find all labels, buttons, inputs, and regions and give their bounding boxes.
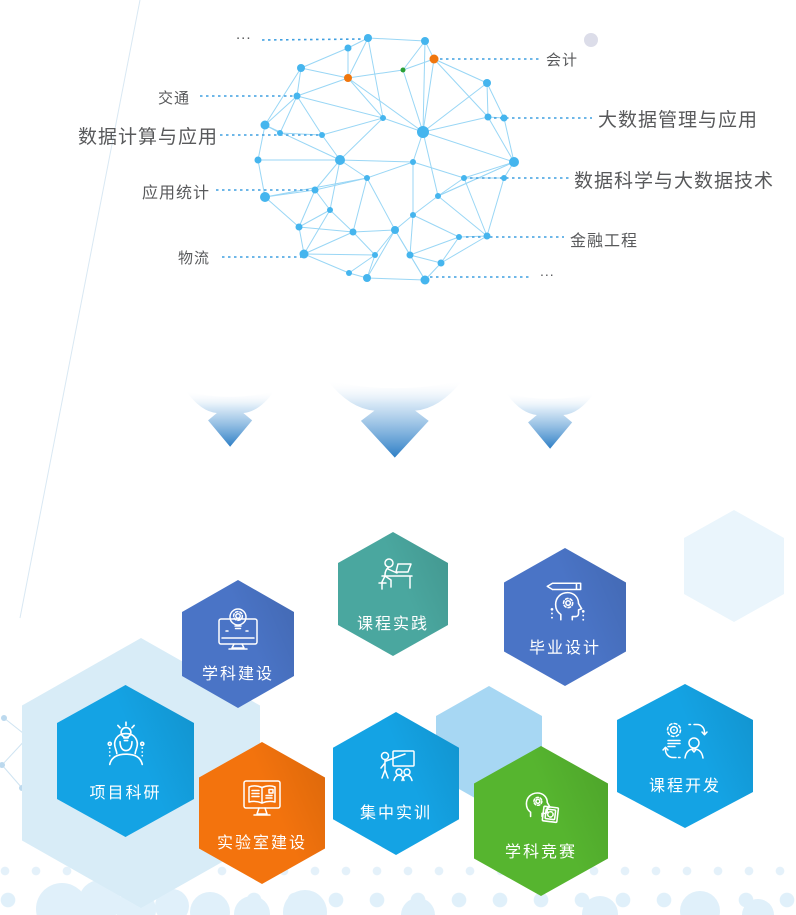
down-arrow-middle [327,380,463,458]
network-sphere-graphic [200,34,592,285]
person-idea-icon [106,720,145,765]
trainer-board-icon [380,750,415,782]
hexagon-label: 课程实践 [356,615,429,633]
hexagon-course-development: 课程开发 [617,684,753,828]
sphere-label-accounting: 会计 [546,52,579,69]
hexagon-label: 课程开发 [648,777,721,795]
hexagon-label: 实验室建设 [216,834,307,852]
hexagon-label: 学科竞赛 [504,843,577,861]
gear-person-sync-icon [662,722,708,759]
decor-hexagon-topright [684,510,784,622]
sphere-label-financial-engineering: 金融工程 [570,233,639,250]
sphere-label-traffic: 交通 [158,90,191,107]
head-gear-pencil-icon [546,581,585,621]
down-arrows-graphic [186,380,595,458]
sphere-label-logistics: 物流 [178,250,211,267]
sphere-label-data-science: 数据科学与大数据技术 [574,171,775,192]
head-gear-badge-icon [525,791,560,823]
hexagon-course-practice: 课程实践 [338,532,448,656]
sphere-label-ellipsis-top: ... [236,26,252,43]
down-arrow-left [186,390,275,447]
sphere-label-applied-statistics: 应用统计 [142,185,211,202]
monitor-bulb-icon [218,607,258,650]
hexagon-laboratory-construction: 实验室建设 [199,742,325,884]
monitor-book-icon [243,779,281,816]
hexagon-label: 学科建设 [201,665,274,683]
hexagon-label: 毕业设计 [528,639,601,657]
sphere-label-bigdata-management: 大数据管理与应用 [598,110,759,131]
dot-pattern [0,892,796,908]
sphere-label-data-computing: 数据计算与应用 [78,127,219,148]
down-arrow-right [506,392,595,449]
hexagon-label: 项目科研 [89,784,162,802]
sphere-label-ellipsis-bottom: ... [540,263,555,279]
dot-pattern [0,866,796,876]
hexagon-label: 集中实训 [359,805,432,822]
person-laptop-icon [378,557,413,590]
